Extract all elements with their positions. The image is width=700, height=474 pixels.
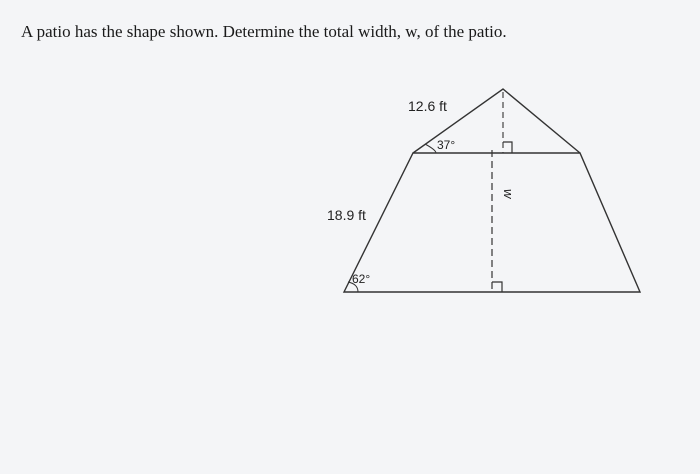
top-side-label: 12.6 ft [408, 98, 447, 114]
width-label: w [501, 189, 516, 200]
bottom-angle-label: 62° [352, 272, 370, 286]
left-side-label: 18.9 ft [327, 207, 366, 223]
right-angle-marker-bottom [492, 281, 503, 292]
right-angle-marker-top [503, 141, 513, 153]
angle-arc-62 [347, 281, 359, 293]
top-angle-label: 37° [437, 138, 455, 152]
question-text: A patio has the shape shown. Determine t… [21, 22, 507, 41]
angle-arc-37 [424, 143, 437, 154]
triangle-outline [412, 88, 581, 154]
